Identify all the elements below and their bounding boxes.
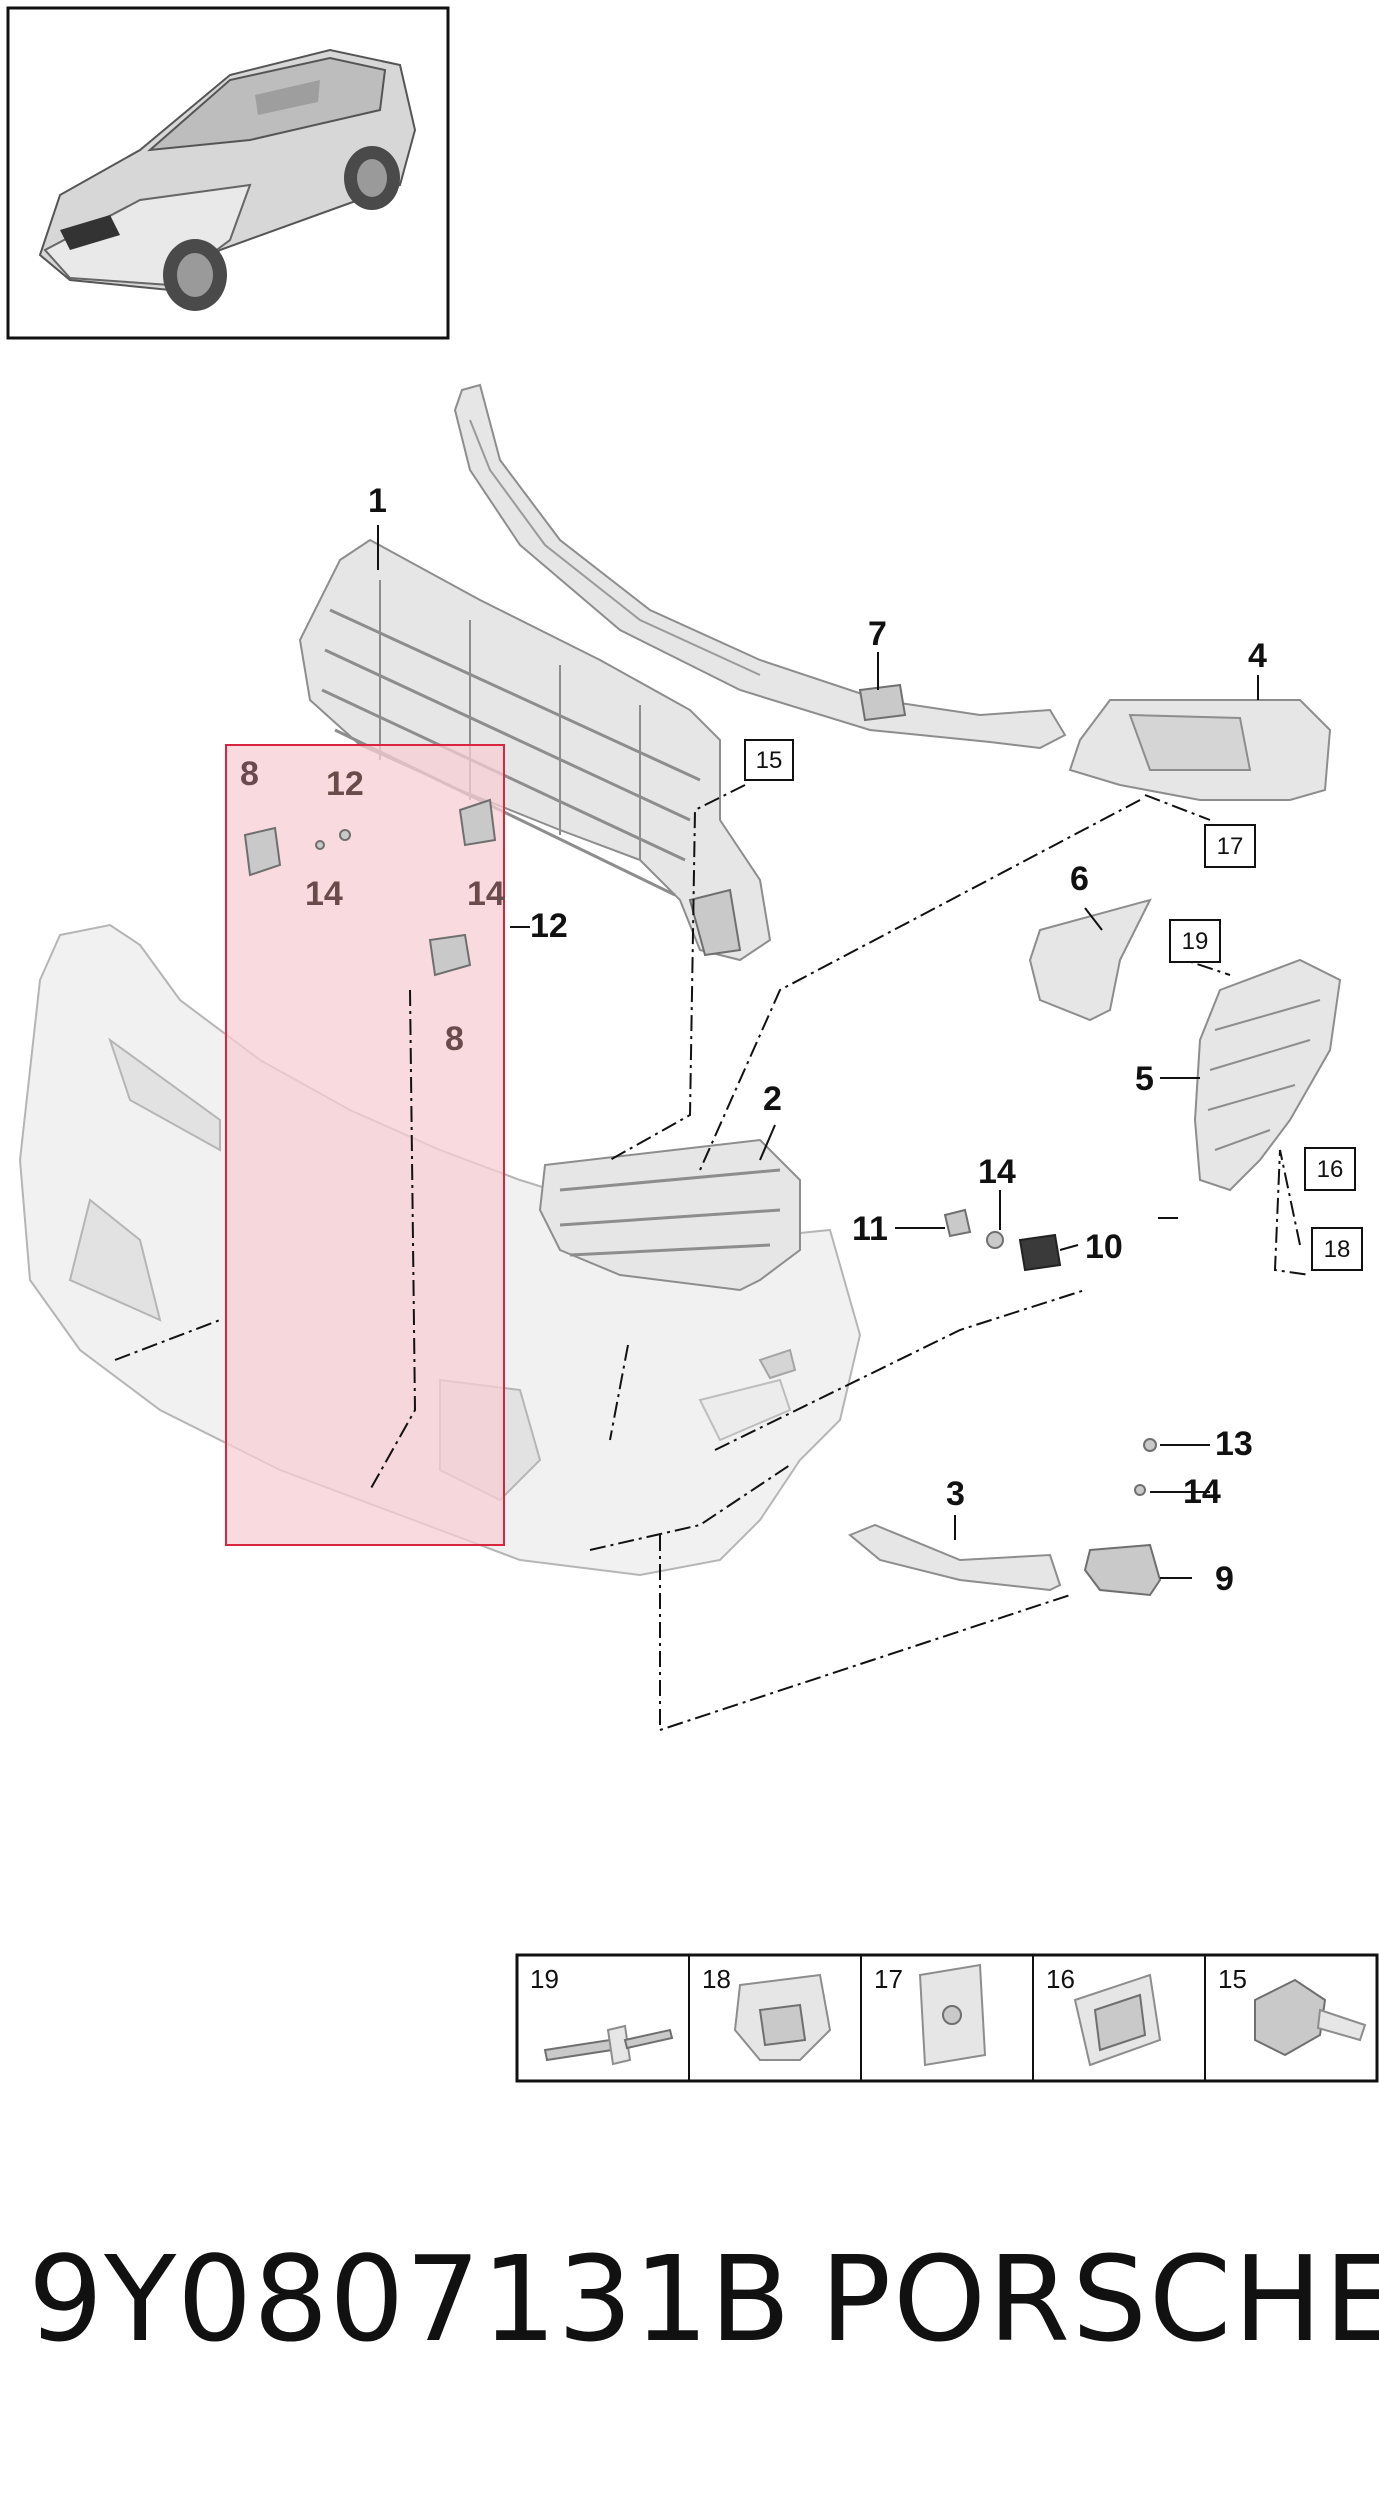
callout-12-highlight: 12 — [326, 765, 364, 803]
part-4-air-duct — [1068, 699, 1332, 801]
callout-14-lower: 14 — [1183, 1473, 1221, 1511]
callout-7: 7 — [868, 615, 887, 653]
part-5-side-grille — [1193, 958, 1342, 1192]
part-2-lower-grille — [538, 1138, 801, 1292]
legend-num-16: 16 — [1046, 1964, 1075, 1994]
parts-11-14-10 — [943, 1208, 1062, 1272]
footer: 9Y0807131B PORSCHE — [0, 2230, 1379, 2390]
callout-12-right: 12 — [530, 907, 568, 945]
part-6-deflector — [1028, 898, 1152, 1022]
rivet-icon — [543, 2024, 674, 2066]
legend-num-18: 18 — [702, 1964, 731, 1994]
callout-2: 2 — [763, 1080, 782, 1118]
part-7-absorber — [453, 383, 1067, 750]
callout-labels: 1 7 4 6 5 2 14 11 10 12 13 14 3 9 8 12 1… — [240, 482, 1267, 1598]
callout-10: 10 — [1085, 1228, 1123, 1266]
callout-3: 3 — [946, 1475, 965, 1513]
brand-name: PORSCHE — [820, 2230, 1379, 2368]
highlight-region — [225, 744, 505, 1546]
box-ref-17: 17 — [1217, 833, 1244, 860]
callout-1: 1 — [368, 482, 387, 520]
callout-8-bottom: 8 — [445, 1020, 464, 1058]
callout-14-highlight-right: 14 — [467, 875, 505, 913]
flange-screw-icon — [1254, 1978, 1367, 2057]
part-3-trim-strip — [848, 1523, 1062, 1592]
callout-13: 13 — [1215, 1425, 1253, 1463]
callout-4: 4 — [1248, 637, 1267, 675]
box-ref-15: 15 — [756, 747, 783, 774]
bracket-clip-icon — [1073, 1973, 1162, 2067]
legend-num-17: 17 — [874, 1964, 903, 1994]
callout-6: 6 — [1070, 860, 1089, 898]
callout-5: 5 — [1135, 1060, 1154, 1098]
fastener-legend: 19 18 17 16 15 — [515, 1953, 1379, 2083]
spring-nut-clip-icon — [918, 1963, 987, 2067]
callout-14-right: 14 — [978, 1153, 1016, 1191]
expanding-clip-icon — [733, 1973, 832, 2061]
part-number: 9Y0807131B — [28, 2230, 792, 2368]
part-9-bracket — [1083, 1438, 1162, 1597]
callout-11: 11 — [852, 1210, 888, 1248]
box-ref-19: 19 — [1182, 928, 1209, 955]
boxed-references: 15 17 19 16 18 — [744, 739, 1363, 1271]
legend-num-19: 19 — [530, 1964, 559, 1994]
callout-14-highlight-left: 14 — [305, 875, 343, 913]
leader-lines — [114, 525, 1311, 1732]
legend-num-15: 15 — [1218, 1964, 1247, 1994]
box-ref-16: 16 — [1317, 1156, 1344, 1183]
callout-9: 9 — [1215, 1560, 1234, 1598]
callout-8-top: 8 — [240, 755, 259, 793]
vehicle-thumbnail — [6, 6, 450, 340]
box-ref-18: 18 — [1324, 1236, 1351, 1263]
